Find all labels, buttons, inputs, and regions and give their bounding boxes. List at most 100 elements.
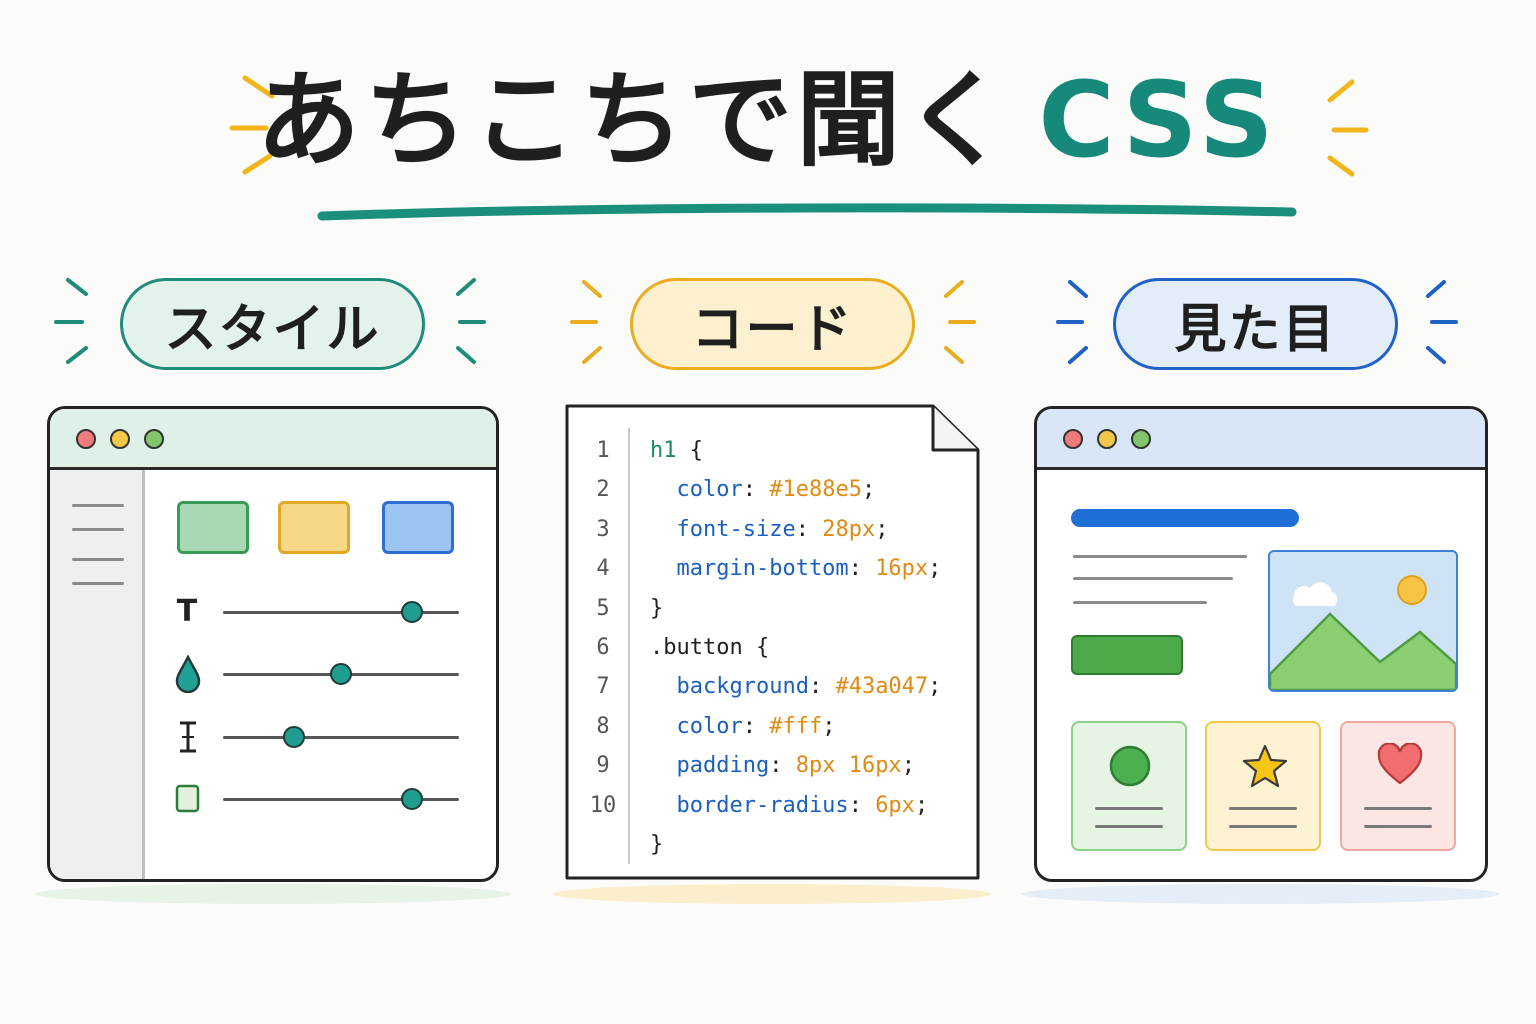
code-document-shadow	[553, 884, 991, 904]
code-token: 16px	[875, 556, 929, 582]
code-token: .button	[650, 635, 743, 660]
card-line	[1364, 825, 1432, 828]
code-sparkle-icon	[570, 280, 976, 364]
label-style: スタイル	[120, 278, 425, 370]
preview-window	[1034, 406, 1488, 882]
slider-knob[interactable]	[400, 601, 423, 623]
code-text: .button {	[650, 633, 769, 663]
code-text: }	[650, 594, 663, 624]
code-token: color	[650, 713, 743, 739]
slider-knob[interactable]	[282, 726, 305, 748]
code-token: 28px	[822, 516, 876, 542]
code-token: ;	[822, 713, 836, 739]
code-token: ;	[875, 516, 889, 542]
code-token: color	[650, 477, 743, 503]
code-token: #1e88e5	[769, 477, 862, 503]
code-token: :	[848, 556, 876, 582]
title-sparkle-left-icon	[229, 75, 275, 175]
card-heart[interactable]	[1340, 721, 1456, 851]
sidebar-item[interactable]	[72, 558, 124, 561]
code-text: h1 {	[650, 436, 703, 466]
label-look: 見た目	[1113, 278, 1398, 370]
sidebar-item[interactable]	[72, 582, 124, 585]
code-text: color: #fff;	[650, 712, 835, 742]
title-css: CSS	[1038, 59, 1280, 181]
code-token: ;	[861, 477, 876, 503]
image-placeholder-icon	[1268, 550, 1458, 692]
code-token: #43a047	[835, 674, 929, 700]
style-window-shadow	[35, 884, 511, 904]
code-token: {	[676, 438, 703, 463]
title-underline	[317, 203, 1297, 221]
line-number: 1	[596, 438, 610, 463]
code-token: :	[742, 477, 770, 503]
label-code: コード	[630, 278, 915, 370]
line-number: 10	[589, 792, 617, 818]
minimize-dot-icon[interactable]	[1097, 429, 1117, 449]
sidebar-item[interactable]	[72, 528, 124, 531]
minimize-dot-icon[interactable]	[110, 429, 130, 449]
code-token: background	[650, 674, 809, 700]
code-text: font-size: 28px;	[650, 515, 888, 545]
close-dot-icon[interactable]	[1063, 429, 1083, 449]
code-text: color: #1e88e5;	[650, 475, 875, 505]
text-line	[1073, 555, 1247, 558]
code-token: :	[742, 713, 770, 739]
title-sparkle-right-icon	[1327, 79, 1369, 177]
card-line	[1095, 825, 1163, 828]
code-token: ;	[901, 753, 915, 779]
text-size-slider[interactable]	[223, 611, 459, 614]
line-number: 4	[596, 556, 610, 582]
spacing-slider[interactable]	[223, 736, 459, 739]
slider-knob[interactable]	[400, 788, 423, 810]
card-line	[1229, 825, 1297, 828]
code-token: margin-bottom	[650, 556, 849, 582]
code-token: font-size	[650, 516, 796, 542]
code-token: h1	[650, 438, 677, 463]
code-token: :	[808, 674, 836, 700]
style-editor-window: T	[47, 406, 499, 882]
code-token: 6px	[875, 792, 915, 818]
code-token: padding	[650, 753, 770, 779]
slider-knob[interactable]	[330, 663, 352, 685]
green-button[interactable]	[1071, 635, 1183, 675]
line-number: 9	[596, 753, 610, 779]
color-swatch-yellow[interactable]	[278, 501, 350, 554]
star-icon	[1242, 744, 1288, 788]
card-star[interactable]	[1205, 721, 1321, 851]
code-token: :	[795, 516, 823, 542]
text-icon: T	[176, 594, 198, 629]
code-token: {	[742, 635, 770, 660]
editor-sidebar	[50, 470, 145, 879]
style-sparkle-icon	[54, 278, 486, 364]
code-token: }	[650, 595, 664, 621]
sidebar-item[interactable]	[72, 504, 124, 507]
look-window-shadow	[1022, 884, 1500, 904]
line-number: 3	[596, 516, 610, 542]
line-number: 8	[596, 713, 610, 739]
color-swatch-blue[interactable]	[382, 501, 454, 554]
color-swatch-green[interactable]	[177, 501, 249, 554]
maximize-dot-icon[interactable]	[1131, 429, 1151, 449]
code-token: :	[848, 792, 876, 818]
line-number: 7	[596, 674, 610, 700]
window-titlebar	[1037, 409, 1485, 470]
maximize-dot-icon[interactable]	[144, 429, 164, 449]
code-text: margin-bottom: 16px;	[650, 554, 941, 584]
code-text: padding: 8px 16px;	[650, 751, 915, 781]
code-text: border-radius: 6px;	[650, 791, 928, 821]
box-icon	[175, 784, 200, 813]
text-line	[1073, 577, 1233, 580]
title-japanese: あちこちで聞く	[256, 59, 1013, 181]
text-line	[1073, 601, 1207, 604]
document-page	[565, 404, 980, 880]
close-dot-icon[interactable]	[76, 429, 96, 449]
circle-icon	[1109, 745, 1151, 787]
line-height-icon	[180, 721, 196, 753]
card-circle[interactable]	[1071, 721, 1187, 851]
box-slider[interactable]	[223, 798, 459, 801]
code-token: border-radius	[650, 792, 849, 818]
